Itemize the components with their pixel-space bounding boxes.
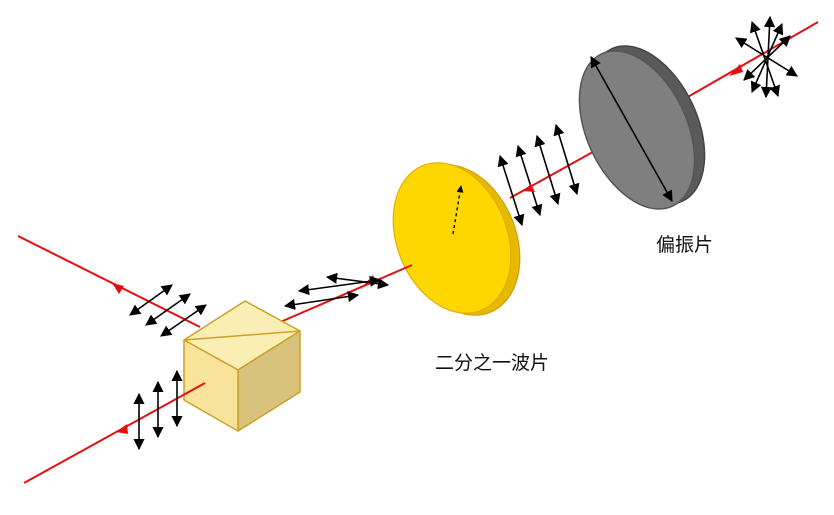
reflected-beam (17, 235, 201, 328)
polarizer-label: 偏振片 (656, 234, 714, 256)
beam-polarizer-to-waveplate (509, 147, 601, 199)
unpolarized-light-icon (735, 15, 798, 99)
beam-direction-arrow-mid (523, 184, 535, 192)
cube-diagonal (183, 330, 301, 341)
polarizer (578, 45, 706, 210)
cube-front-face (183, 339, 239, 432)
polarizing-beam-splitter-cube (183, 300, 301, 432)
beam-direction-arrow-transmitted (116, 424, 128, 434)
waveplate-fast-axis-dashed (452, 185, 464, 235)
input-beam (685, 21, 819, 99)
polarizer-axis-arrow (590, 56, 673, 202)
vertical-polarization-arrows-1 (497, 123, 580, 227)
transmitted-beam (23, 382, 206, 484)
half-wave-plate (392, 162, 521, 316)
rotated-polarization-arrows (283, 272, 390, 311)
transmitted-polarization-arrows (133, 369, 183, 451)
half-wave-plate-label: 二分之一波片 (435, 352, 550, 374)
beam-direction-arrow-reflected (112, 283, 124, 294)
reflected-polarization-arrows (129, 284, 207, 337)
